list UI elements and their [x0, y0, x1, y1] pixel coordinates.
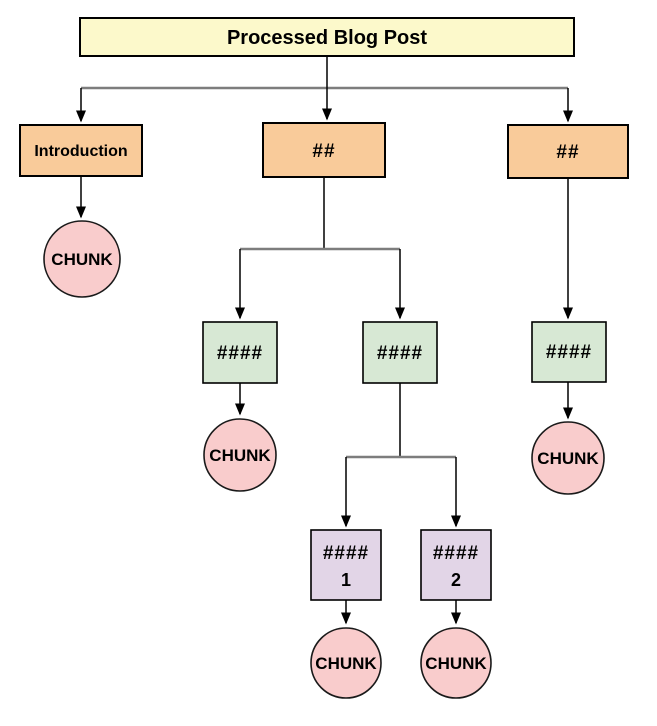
node-h4-sub2-number: 2 [451, 570, 461, 590]
node-chunk-sub2-label: CHUNK [425, 654, 487, 673]
node-h4-left-label: #### [217, 343, 263, 364]
node-h4-right-label: #### [546, 342, 592, 363]
node-chunk-introduction-label: CHUNK [51, 250, 113, 269]
node-root-label: Processed Blog Post [227, 27, 427, 49]
node-chunk-introduction [43, 220, 121, 298]
node-chunk-right [531, 421, 605, 495]
node-chunk-sub1 [310, 627, 382, 699]
node-chunk-left-label: CHUNK [209, 446, 271, 465]
node-h4-sub2 [420, 529, 492, 601]
node-h4-left [202, 321, 278, 384]
node-chunk-left [203, 418, 277, 492]
node-introduction [19, 124, 143, 177]
node-h4-sub1 [310, 529, 382, 601]
node-introduction-label: Introduction [34, 143, 127, 160]
node-root [79, 17, 575, 57]
nodes: Processed Blog Post Introduction ## ## C… [19, 17, 629, 699]
node-h4-middle-label: #### [377, 343, 423, 364]
node-chunk-sub2 [420, 627, 492, 699]
node-h4-sub1-number: 1 [341, 570, 351, 590]
node-h4-sub1-label: #### [323, 543, 369, 564]
node-h4-sub2-label: #### [433, 543, 479, 564]
node-h4-right [531, 321, 607, 383]
edges [76, 56, 573, 625]
node-h2-middle [262, 122, 386, 178]
node-chunk-right-label: CHUNK [537, 449, 599, 468]
node-h2-right-label: ## [556, 142, 579, 163]
node-h2-middle-label: ## [312, 141, 335, 162]
node-chunk-sub1-label: CHUNK [315, 654, 377, 673]
node-h4-middle [362, 321, 438, 384]
node-h2-right [507, 124, 629, 179]
